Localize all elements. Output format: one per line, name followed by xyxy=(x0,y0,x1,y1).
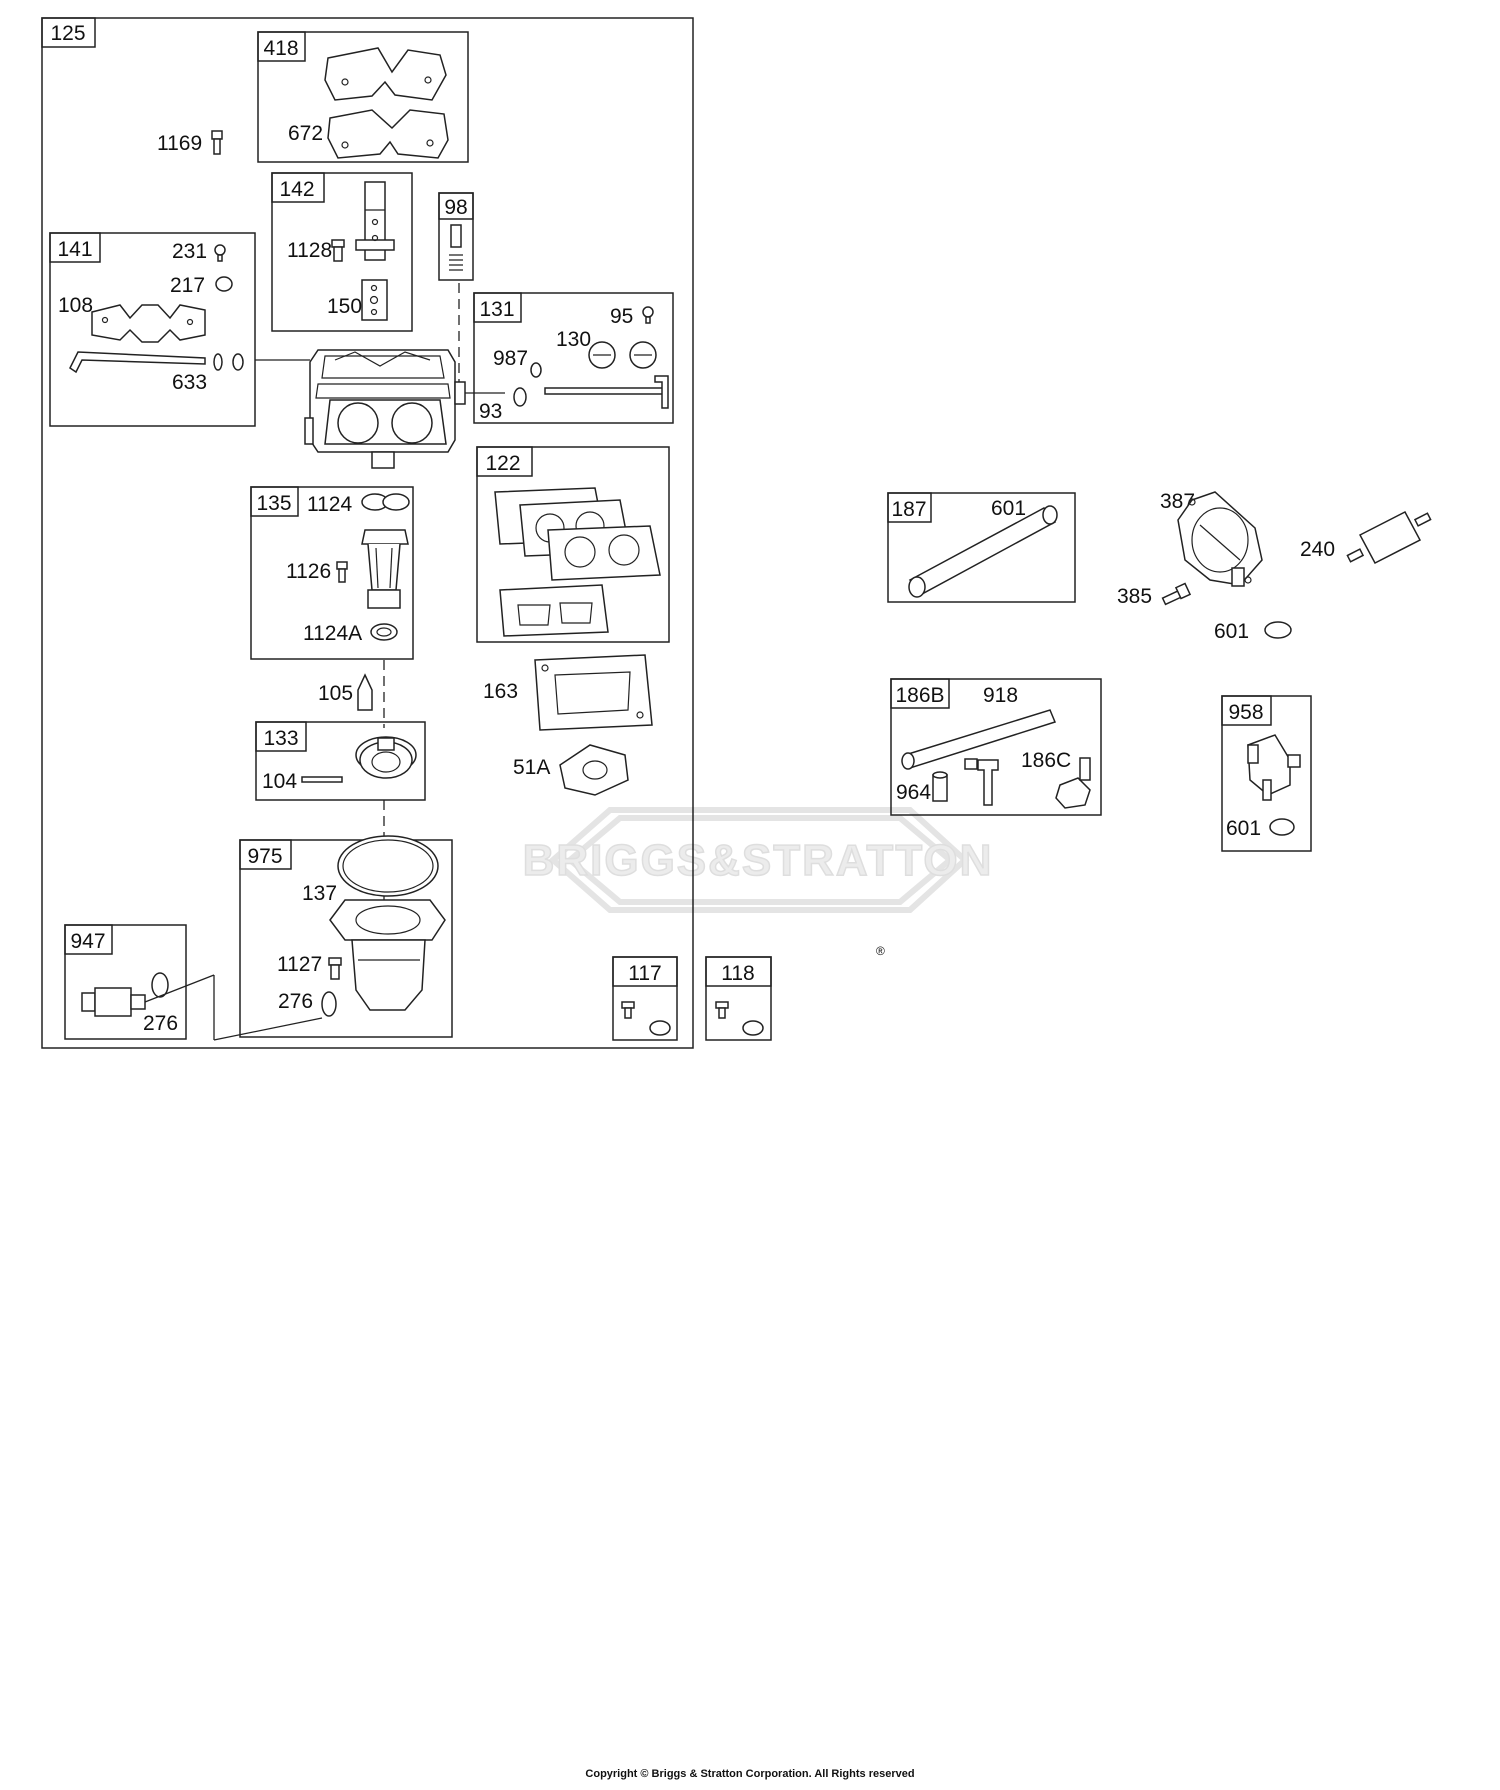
callout-1169: 1169 xyxy=(157,132,202,155)
callout-93: 93 xyxy=(479,400,502,423)
group-187-fuel-line: 187 601 xyxy=(887,492,1076,603)
callout-975: 975 xyxy=(247,845,282,868)
callout-51A: 51A xyxy=(513,756,550,779)
group-958-fuel-shutoff-valve: 958 601 xyxy=(1221,695,1312,852)
callout-217: 217 xyxy=(170,274,205,297)
callout-125: 125 xyxy=(50,22,85,45)
gasket-plate-part xyxy=(327,109,449,159)
callout-240: 240 xyxy=(1300,538,1335,561)
callout-1124A: 1124A xyxy=(303,622,362,645)
gasket-163-part xyxy=(534,654,653,731)
carburetor-body-part xyxy=(304,349,466,469)
group-947-fuel-solenoid: 947 276 xyxy=(64,924,187,1040)
callout-1128: 1128 xyxy=(287,239,332,262)
screw-1169-part xyxy=(211,130,223,155)
callout-105: 105 xyxy=(318,682,353,705)
fuel-pump-387-part xyxy=(1177,491,1263,587)
callout-987: 987 xyxy=(493,347,528,370)
callout-958: 958 xyxy=(1228,701,1263,724)
callout-947: 947 xyxy=(70,930,105,953)
group-122-gasket-kit: 122 xyxy=(476,446,670,643)
callout-142: 142 xyxy=(279,178,314,201)
callout-1126: 1126 xyxy=(286,560,331,583)
callout-186B: 186B xyxy=(895,684,944,707)
callout-150: 150 xyxy=(327,295,362,318)
callout-104: 104 xyxy=(262,770,297,793)
callout-98: 98 xyxy=(444,196,467,219)
watermark-text: BRIGGS&STRATTON xyxy=(523,836,994,885)
callout-964: 964 xyxy=(896,781,931,804)
callout-1127: 1127 xyxy=(277,953,322,976)
callout-95: 95 xyxy=(610,305,633,328)
callout-108: 108 xyxy=(58,294,93,317)
callout-137: 137 xyxy=(302,882,337,905)
copyright-footer: Copyright © Briggs & Stratton Corporatio… xyxy=(585,1768,915,1780)
callout-133: 133 xyxy=(263,727,298,750)
fuel-filter-240-part xyxy=(1346,510,1432,565)
group-186B-fuel-hose-kit: 186B 918 186C 964 xyxy=(890,678,1102,816)
needle-105-part xyxy=(357,673,373,711)
callout-141: 141 xyxy=(57,238,92,261)
group-142-choke-kit: 142 1128 150 xyxy=(271,172,413,332)
callout-117: 117 xyxy=(628,962,661,985)
group-131-choke-shaft-kit: 131 95 130 987 93 xyxy=(473,292,674,424)
watermark-registered-mark: ® xyxy=(876,944,885,958)
briggs-stratton-watermark: BRIGGS&STRATTON ® xyxy=(522,807,994,958)
callout-276b: 276 xyxy=(143,1012,178,1035)
callout-186C: 186C xyxy=(1021,749,1071,772)
callout-131: 131 xyxy=(479,298,514,321)
callout-1124: 1124 xyxy=(307,493,352,516)
group-125-carburetor-assembly: 125 xyxy=(41,17,694,1049)
group-98-idle-screw-kit: 98 xyxy=(438,192,474,281)
callout-187: 187 xyxy=(891,498,926,521)
callout-918: 918 xyxy=(983,684,1018,707)
callout-231: 231 xyxy=(172,240,207,263)
callout-163: 163 xyxy=(483,680,518,703)
group-141-throttle-shaft-kit: 141 231 217 108 633 xyxy=(49,232,256,427)
callout-135: 135 xyxy=(256,492,291,515)
callout-633: 633 xyxy=(172,371,207,394)
callout-385: 385 xyxy=(1117,585,1152,608)
group-975-fuel-bowl-assembly: 975 137 1127 276 xyxy=(239,835,453,1038)
group-418-plate-kit: 418 672 xyxy=(257,31,469,163)
group-135-float-kit: 135 1124 1126 1124A xyxy=(250,486,414,660)
group-117-bowl-screw-kit: 117 xyxy=(612,956,678,1041)
callout-130: 130 xyxy=(556,328,591,351)
callout-601a: 601 xyxy=(991,497,1026,520)
clamp-601-part xyxy=(1264,621,1292,639)
callout-672: 672 xyxy=(288,122,323,145)
callout-122: 122 xyxy=(485,452,520,475)
gasket-51A-part xyxy=(559,744,629,796)
callout-601c: 601 xyxy=(1226,817,1261,840)
plate-part xyxy=(324,47,447,101)
callout-601b: 601 xyxy=(1214,620,1249,643)
screw-385-part xyxy=(1161,582,1192,606)
group-133-fuel-bowl-kit: 133 104 xyxy=(255,721,426,801)
callout-276a: 276 xyxy=(278,990,313,1013)
callout-118: 118 xyxy=(721,962,754,985)
group-118-drain-screw-kit: 118 xyxy=(705,956,772,1041)
callout-418: 418 xyxy=(263,37,298,60)
